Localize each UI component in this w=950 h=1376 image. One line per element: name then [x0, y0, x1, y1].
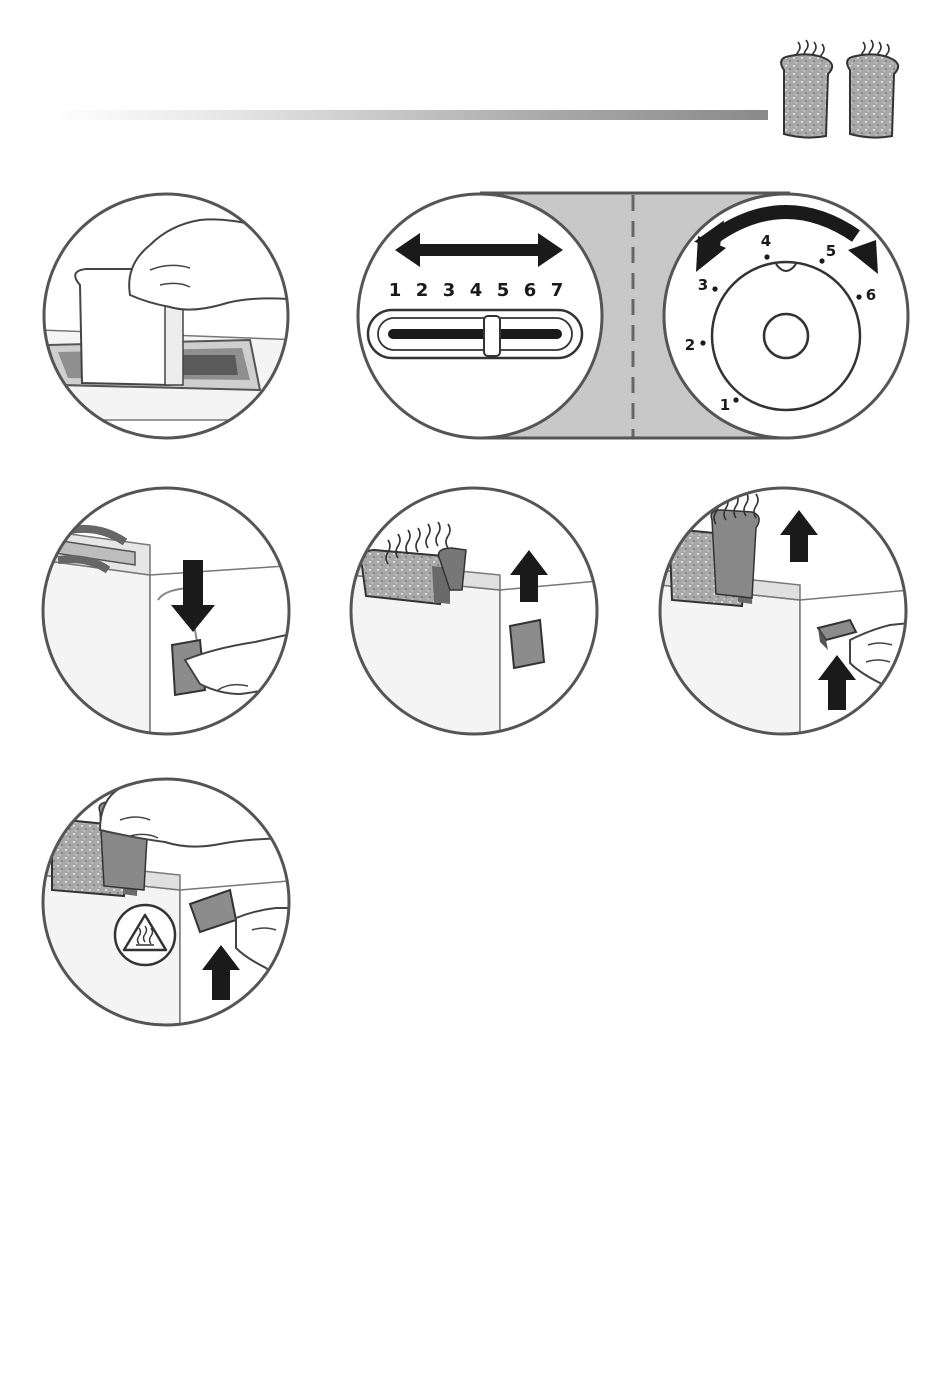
hot-surface-warning-icon	[115, 905, 175, 965]
dial-dot-5	[819, 258, 824, 263]
dial-label-2: 2	[685, 336, 695, 354]
dial-dot-3	[712, 286, 717, 291]
panel-lift-lever	[660, 485, 920, 760]
panel-press-lever	[40, 485, 300, 760]
dial-dot-4	[764, 254, 769, 259]
dial-dot-2	[700, 340, 705, 345]
slider-label-4: 4	[470, 280, 483, 301]
slider-label-1: 1	[389, 280, 402, 301]
slider-label-6: 6	[524, 280, 537, 301]
dial-dot-1	[733, 397, 738, 402]
steaming-toast-icon	[781, 40, 898, 138]
panel-remove-toast	[40, 777, 300, 1040]
slider-label-7: 7	[551, 280, 564, 301]
slider-label-2: 2	[416, 280, 429, 301]
dial-label-1: 1	[720, 396, 730, 414]
slider-label-3: 3	[443, 280, 456, 301]
dial-label-5: 5	[826, 242, 836, 260]
slider-label-5: 5	[497, 280, 510, 301]
dial-dot-6	[856, 294, 861, 299]
panel-toast-pops-up	[350, 485, 610, 760]
dial-label-4: 4	[761, 232, 771, 250]
dial-label-3: 3	[698, 276, 708, 294]
dial-label-6: 6	[866, 286, 876, 304]
panel-insert-bread	[40, 190, 300, 450]
